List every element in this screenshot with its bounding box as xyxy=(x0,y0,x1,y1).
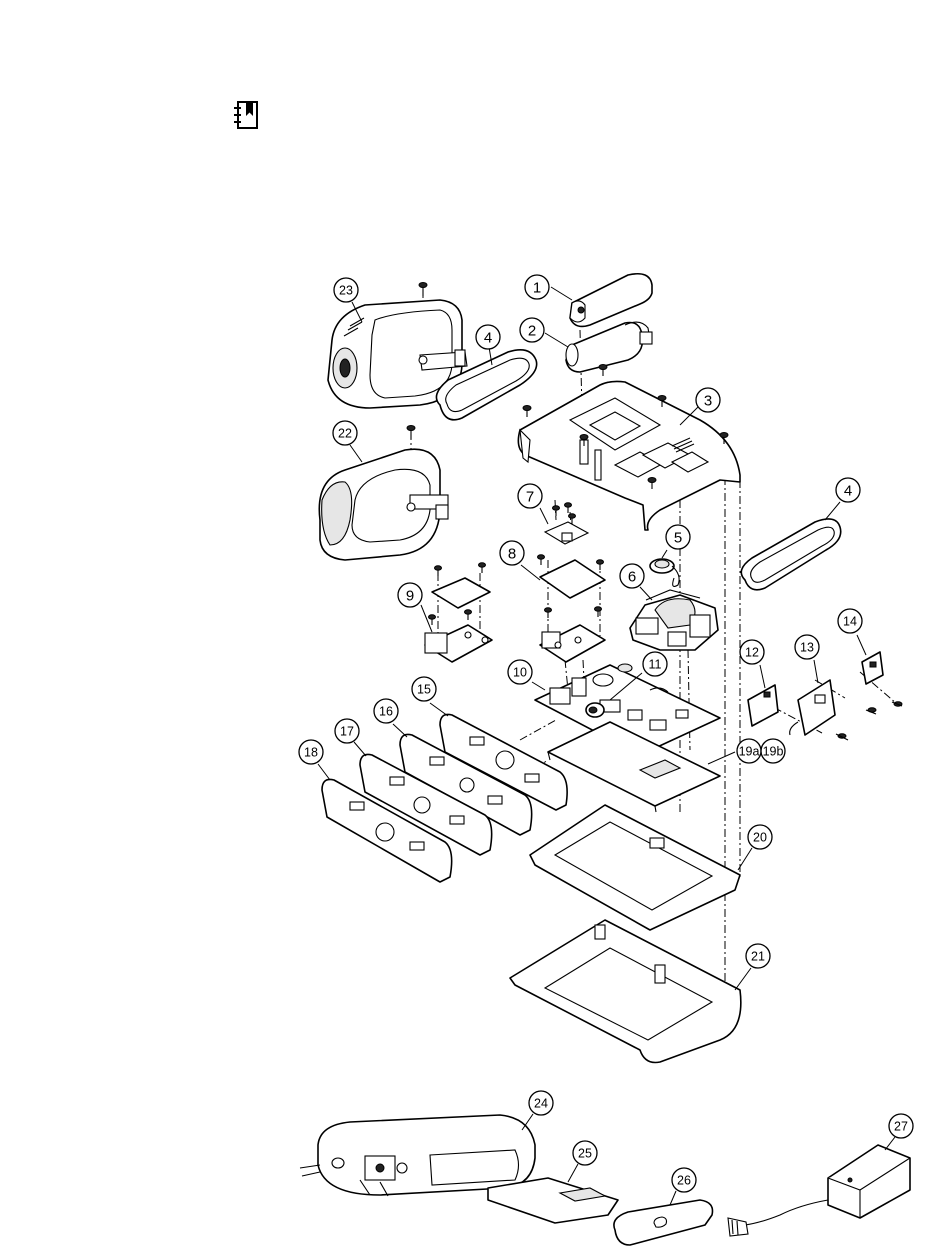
callout-label: 4 xyxy=(844,483,852,500)
callout-label: 21 xyxy=(751,950,765,964)
callout-26: 26 xyxy=(672,1168,696,1192)
callout-22: 22 xyxy=(333,421,357,445)
screw-part-23 xyxy=(419,283,427,297)
callout-label: 13 xyxy=(800,641,814,655)
callout-label: 19b xyxy=(763,745,784,759)
callout-20: 20 xyxy=(748,825,772,849)
part-6-pump-assembly xyxy=(630,590,718,650)
callout-14: 14 xyxy=(838,609,862,633)
callout-label: 23 xyxy=(339,284,353,298)
part-20-chassis-frame xyxy=(530,805,740,930)
part-25-card xyxy=(488,1178,618,1223)
callout-12: 12 xyxy=(740,640,764,664)
callout-9: 9 xyxy=(398,583,422,607)
callout-label: 11 xyxy=(649,658,662,672)
callout-15: 15 xyxy=(412,677,436,701)
callout-4-left: 4 xyxy=(476,325,500,349)
callout-6: 6 xyxy=(620,564,644,588)
callout-label: 10 xyxy=(513,666,527,680)
callout-11: 11 xyxy=(643,652,667,676)
callout-label: 19a xyxy=(739,745,760,759)
callout-label: 5 xyxy=(674,530,682,547)
callout-21: 21 xyxy=(746,944,770,968)
callout-7: 7 xyxy=(518,484,542,508)
part-22-handle xyxy=(319,449,448,560)
callout-23: 23 xyxy=(334,278,358,302)
part-21-bottom-housing xyxy=(510,920,741,1063)
callout-label: 24 xyxy=(534,1097,548,1111)
callout-10: 10 xyxy=(508,660,532,684)
part-13-board xyxy=(790,680,876,740)
callout-label: 20 xyxy=(753,831,767,845)
callout-5: 5 xyxy=(666,525,690,549)
callout-label: 2 xyxy=(528,323,536,340)
part-2-battery xyxy=(566,322,652,372)
callout-label: 14 xyxy=(843,615,857,629)
callout-8: 8 xyxy=(500,541,524,565)
callout-label: 16 xyxy=(379,705,393,719)
callout-label: 27 xyxy=(894,1120,908,1134)
part-14-board xyxy=(862,652,902,706)
callout-25: 25 xyxy=(573,1141,597,1165)
callout-1: 1 xyxy=(525,275,549,299)
callout-label: 1 xyxy=(533,280,541,297)
callout-label: 8 xyxy=(508,546,516,563)
callout-16: 16 xyxy=(374,699,398,723)
callout-4-right: 4 xyxy=(836,478,860,502)
part-7-small-board xyxy=(545,503,588,544)
part-12-board xyxy=(748,685,778,726)
callout-label: 26 xyxy=(677,1174,691,1188)
callout-2: 2 xyxy=(520,318,544,342)
callout-label: 12 xyxy=(745,646,759,660)
callout-19b: 19b xyxy=(761,739,785,763)
part-26-cover xyxy=(614,1200,713,1245)
part-27-power-supply xyxy=(728,1145,910,1236)
callout-label: 18 xyxy=(304,746,318,760)
callout-label: 15 xyxy=(417,683,431,697)
callout-13: 13 xyxy=(795,635,819,659)
callout-label: 3 xyxy=(704,393,712,410)
callout-label: 9 xyxy=(406,588,414,605)
callout-label: 6 xyxy=(628,569,636,586)
callout-label: 17 xyxy=(340,725,354,739)
part-9-board-with-shield xyxy=(425,563,492,662)
callout-27: 27 xyxy=(889,1114,913,1138)
callout-24: 24 xyxy=(529,1091,553,1115)
part-5-speaker xyxy=(650,559,679,586)
callout-19a: 19a xyxy=(737,739,761,763)
callout-label: 7 xyxy=(526,489,534,506)
part-24-dock xyxy=(300,1115,535,1196)
callout-label: 25 xyxy=(578,1147,592,1161)
callout-label: 22 xyxy=(338,427,352,441)
part-1-battery-door xyxy=(570,274,652,327)
part-19-display xyxy=(548,722,720,812)
callout-label: 4 xyxy=(484,330,492,347)
callout-18: 18 xyxy=(299,740,323,764)
part-4-gasket-right xyxy=(741,519,840,590)
part-11-component xyxy=(586,703,604,717)
screw-part-22 xyxy=(407,426,415,440)
callout-3: 3 xyxy=(696,388,720,412)
part-8-board-with-shield xyxy=(538,555,606,662)
callout-17: 17 xyxy=(335,719,359,743)
